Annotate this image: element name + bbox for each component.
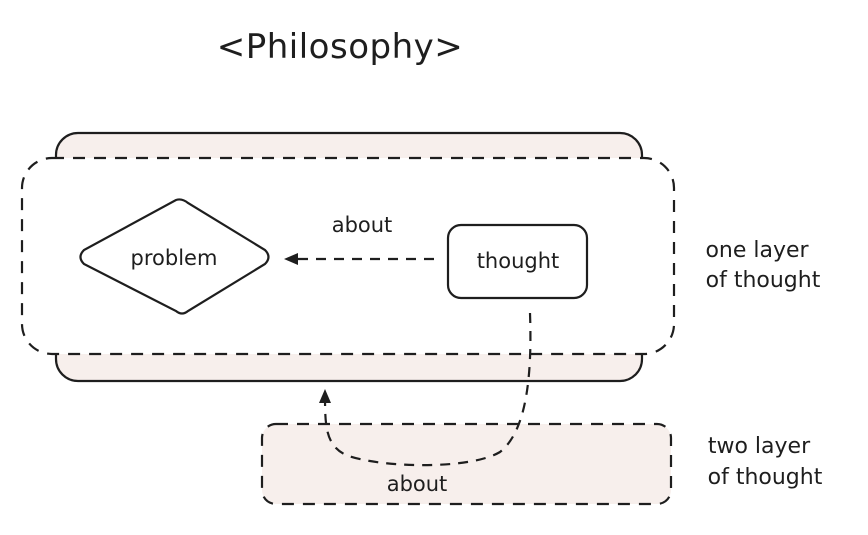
about-label-1: about: [332, 213, 393, 237]
problem-diamond: [79, 198, 270, 315]
one-layer-annotation-line2: of thought: [706, 268, 821, 293]
thought-label: thought: [477, 249, 560, 273]
problem-label: problem: [131, 246, 218, 270]
about-arrow-2: [319, 312, 532, 467]
thought-box: [446, 223, 589, 300]
two-layer-annotation-line2: of thought: [708, 465, 823, 490]
about-label-2: about: [387, 472, 448, 496]
two-layer-container: [260, 422, 673, 506]
diagram-title: <Philosophy>: [217, 27, 464, 67]
one-layer-annotation-line1: one layer: [705, 238, 809, 263]
two-layer-annotation-line1: two layer: [708, 434, 811, 459]
